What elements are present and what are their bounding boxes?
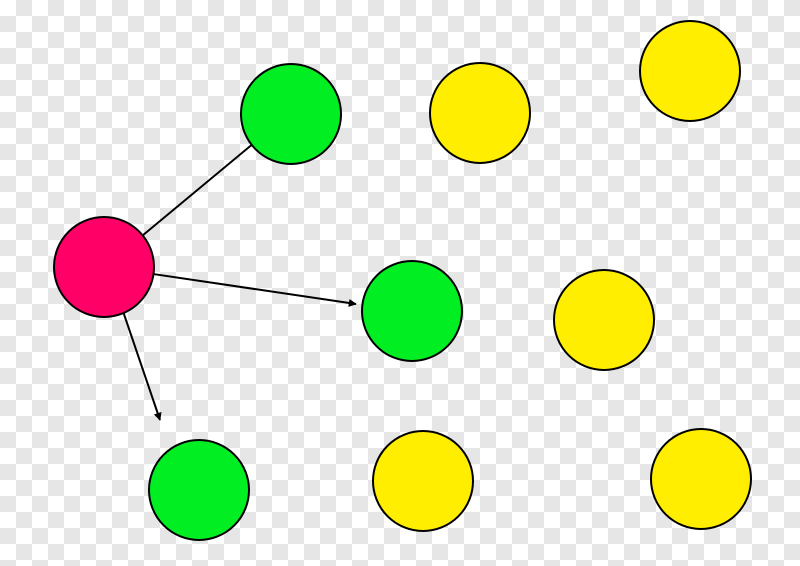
node-n3-reached [148,439,250,541]
node-n8-pending [650,428,752,530]
node-n2-reached [361,260,463,362]
edge-source-to-n1 [142,132,267,237]
node-n7-pending [372,430,474,532]
node-n4-pending [429,62,531,164]
edge-source-to-n3 [122,312,162,421]
node-n5-pending [639,20,741,122]
edges-layer [122,132,357,421]
node-source-source [53,216,155,318]
edge-source-to-n2 [153,273,357,307]
node-n6-pending [553,269,655,371]
node-n1-reached [240,63,342,165]
nodes-layer [53,20,752,541]
